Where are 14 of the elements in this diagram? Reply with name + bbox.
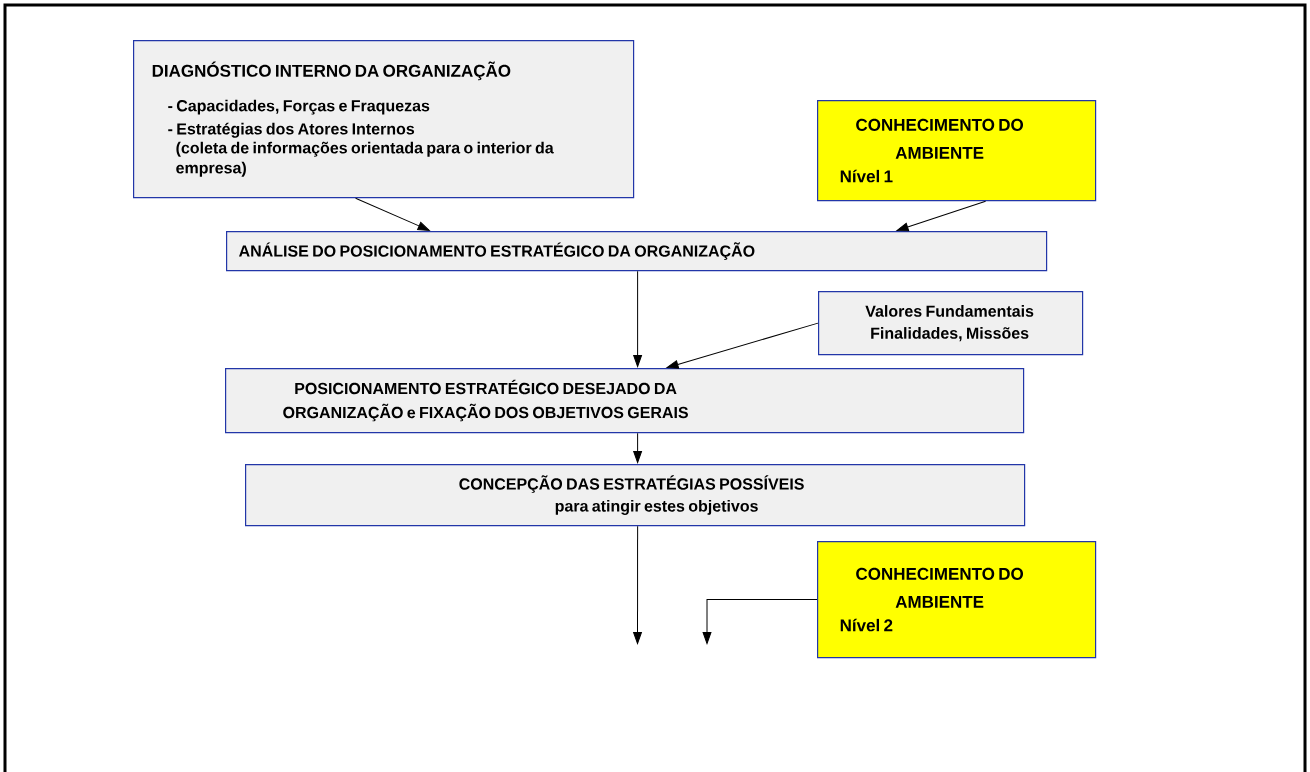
arrow	[633, 432, 643, 463]
arrow	[702, 599, 818, 644]
arrow	[633, 270, 643, 367]
arrow	[896, 200, 987, 232]
process-box: POSICIONAMENTO ESTRATÉGICO DESEJADO DA ORGANIZAÇÃO e FIXAÇÃO DOS OBJETIVOS GERAIS	[225, 368, 1025, 434]
arrow	[633, 525, 642, 644]
input-box: CONHECIMENTO DO AMBIENTE Nível 1	[817, 100, 1097, 202]
process-box: ANÁLISE DO POSICIONAMENTO ESTRATÉGICO DA ORGANIZAÇÃO	[226, 231, 1048, 272]
process-box: DIAGNÓSTICO INTERNO DA ORGANIZAÇÃO - Capacidades, Forças e Fraquezas - Estratégias dos Atores Internos (coleta de informações orientada para o interior da empresa)	[133, 40, 635, 199]
input-box: CONHECIMENTO DO AMBIENTE Nível 2	[817, 541, 1097, 659]
process-box: CONCEPÇÃO DAS ESTRATÉGIAS POSSÍVEIS para atingir estes objetivos	[245, 464, 1026, 527]
arrow	[355, 197, 430, 231]
input-box: Valores Fundamentais Finalidades, Missões	[818, 291, 1084, 356]
arrow	[666, 322, 819, 369]
